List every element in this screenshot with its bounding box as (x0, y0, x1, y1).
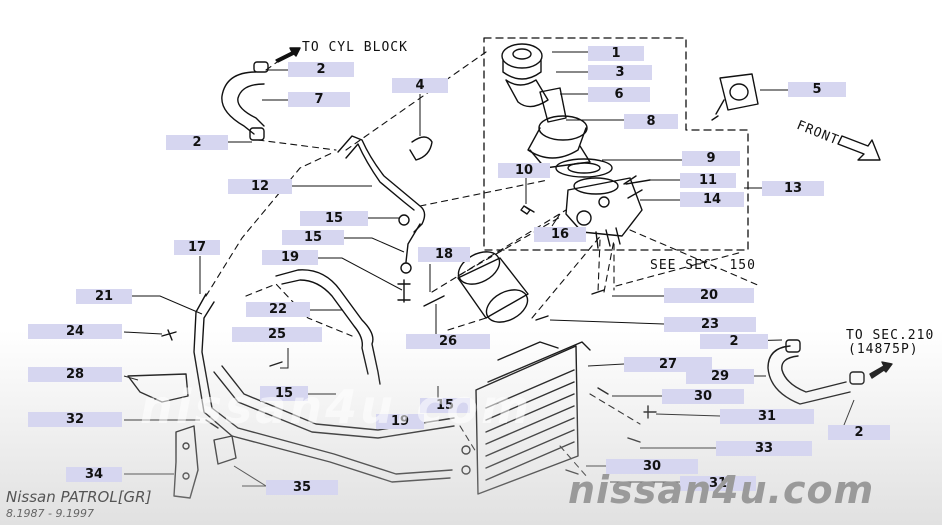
bolt-30a (597, 387, 609, 395)
callout-10: 10 (498, 163, 550, 178)
pipe-12 (337, 135, 426, 233)
gasket-9-inner (567, 162, 601, 174)
to-sec-note-line2: (14875P) (848, 342, 919, 357)
callout-17: 17 (174, 240, 220, 255)
callout-28: 28 (28, 367, 122, 382)
callout-27: 27 (624, 357, 712, 372)
callout-31: 31 (680, 476, 756, 491)
callout-30: 30 (662, 389, 744, 404)
callout-19: 19 (262, 250, 318, 265)
bracket-34 (173, 425, 199, 499)
hose-7 (221, 61, 269, 141)
callout-26: 26 (406, 334, 490, 349)
callout-12: 12 (228, 179, 292, 194)
pipe-18 (405, 223, 421, 263)
to-sec-note-line1: TO SEC.210 (846, 328, 935, 343)
callout-1: 1 (588, 46, 644, 61)
to-sec-arrow (869, 361, 893, 379)
to-cyl-block-arrow (275, 47, 301, 63)
callout-15: 15 (260, 386, 308, 401)
bolt-23 (535, 315, 549, 321)
callout-21: 21 (76, 289, 132, 304)
callout-5: 5 (788, 82, 846, 97)
callout-24: 24 (28, 324, 122, 339)
callout-31: 31 (720, 409, 814, 424)
callout-6: 6 (588, 87, 650, 102)
bolt-11 (625, 179, 651, 185)
callout-8: 8 (624, 114, 678, 129)
callout-13: 13 (762, 181, 824, 196)
filter-bracket-assembly (501, 43, 591, 169)
callout-7: 7 (288, 92, 350, 107)
callout-15: 15 (420, 398, 470, 413)
callout-18: 18 (418, 247, 470, 262)
bracket-4 (409, 136, 433, 161)
oil-cooler-body (565, 175, 643, 249)
callout-2: 2 (166, 135, 228, 150)
callout-14: 14 (680, 192, 744, 207)
callout-11: 11 (680, 173, 736, 188)
watermark-faint: nissan4u.com (140, 380, 533, 434)
callout-15: 15 (282, 230, 344, 245)
oil-filter (457, 251, 529, 323)
callout-29: 29 (686, 369, 754, 384)
callout-20: 20 (664, 288, 754, 303)
callout-30: 30 (606, 459, 698, 474)
callout-15: 15 (300, 211, 368, 226)
bolt-10 (520, 205, 535, 215)
clip-35 (213, 435, 237, 465)
bolt-19 (397, 279, 411, 303)
callout-22: 22 (246, 302, 310, 317)
callout-25: 25 (232, 327, 322, 342)
bolt-33 (627, 437, 641, 443)
gasket-5 (711, 73, 759, 121)
callout-35: 35 (266, 480, 338, 495)
callout-16: 16 (534, 227, 586, 242)
to-cyl-block-note: TO CYL BLOCK (302, 40, 408, 55)
front-arrow (837, 135, 881, 161)
bolt-31 (643, 405, 657, 419)
callout-23: 23 (664, 317, 756, 332)
see-sec-note: SEE SEC. 150 (650, 258, 756, 273)
callout-4: 4 (392, 78, 448, 93)
callout-3: 3 (588, 65, 652, 80)
bolt-26 (423, 295, 445, 307)
callout-2: 2 (288, 62, 354, 77)
model-label: Nissan PATROL[GR] (6, 488, 152, 506)
callout-34: 34 (66, 467, 122, 482)
callout-32: 32 (28, 412, 122, 427)
bolt-24 (161, 329, 177, 341)
o-ring-11 (573, 177, 619, 195)
callout-33: 33 (716, 441, 812, 456)
gasket-9 (555, 158, 613, 178)
callout-9: 9 (682, 151, 740, 166)
callout-2: 2 (700, 334, 768, 349)
bolt-25 (269, 361, 283, 367)
bolt-20 (591, 289, 605, 295)
callout-2: 2 (828, 425, 890, 440)
callout-19: 19 (376, 414, 424, 429)
watermark-logo: nissan4u.com (568, 468, 875, 512)
date-range-label: 8.1987 - 9.1997 (6, 507, 94, 520)
